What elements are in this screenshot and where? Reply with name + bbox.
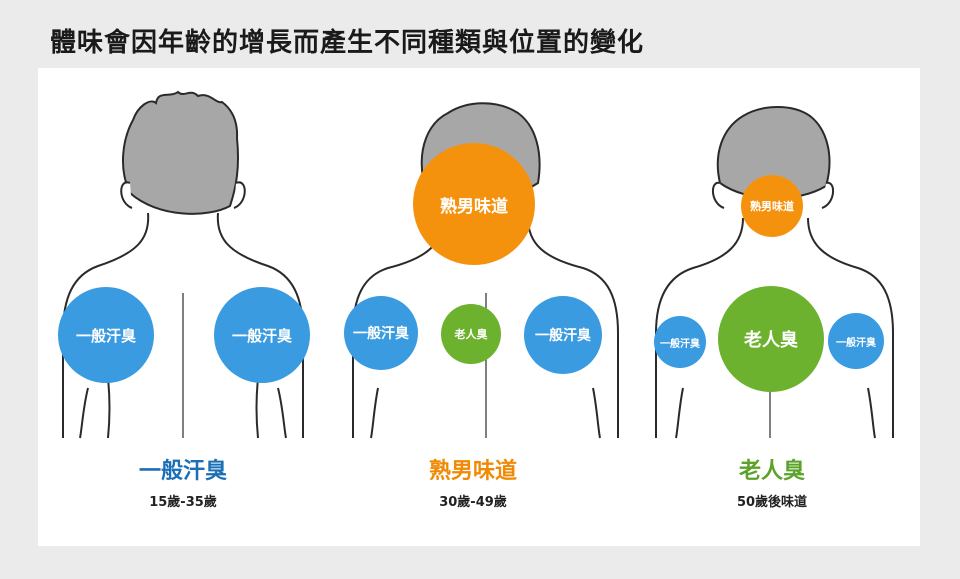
caption-elderly: 老人臭 50歲後味道 <box>642 453 902 510</box>
illustration-panel: 一般汗臭 一般汗臭 一般汗臭 15歲-35歲 熟男味道 一般汗臭 老人臭 一般汗… <box>38 68 920 546</box>
ear-left <box>120 181 133 209</box>
arm-lines <box>79 377 287 439</box>
hair-icon <box>122 90 240 215</box>
spot-sweat-left: 一般汗臭 <box>58 287 154 383</box>
ear-right <box>233 181 246 209</box>
ear-right <box>821 181 834 209</box>
caption-age: 50歲後味道 <box>736 495 808 510</box>
ear-left <box>712 181 725 209</box>
caption-young: 一般汗臭 15歲-35歲 <box>53 453 313 510</box>
spot-sweat-right: 一般汗臭 <box>214 287 310 383</box>
caption-age: 30歲-49歲 <box>439 495 507 510</box>
arm-lines <box>370 387 601 439</box>
spot-sweat-right: 一般汗臭 <box>828 313 884 369</box>
caption-name: 一般汗臭 <box>138 459 227 484</box>
spot-sweat-left: 一般汗臭 <box>344 296 418 370</box>
spot-elderly-center: 老人臭 <box>718 286 824 392</box>
spot-elderly-center: 老人臭 <box>441 304 501 364</box>
back-silhouette-young <box>62 90 304 439</box>
spot-mature-neck: 熟男味道 <box>413 143 535 265</box>
spot-mature-neck: 熟男味道 <box>741 175 803 237</box>
page-title: 體味會因年齡的增長而產生不同種類與位置的變化 <box>50 28 645 58</box>
caption-age: 15歲-35歲 <box>149 495 217 510</box>
spot-sweat-right: 一般汗臭 <box>524 296 602 374</box>
spot-sweat-left: 一般汗臭 <box>654 316 706 368</box>
caption-name: 老人臭 <box>738 459 805 484</box>
neck-and-shoulders <box>655 217 894 438</box>
arm-lines <box>675 387 876 439</box>
caption-middle: 熟男味道 30歲-49歲 <box>343 453 603 510</box>
caption-name: 熟男味道 <box>428 459 517 484</box>
back-silhouette-elderly <box>655 106 894 439</box>
